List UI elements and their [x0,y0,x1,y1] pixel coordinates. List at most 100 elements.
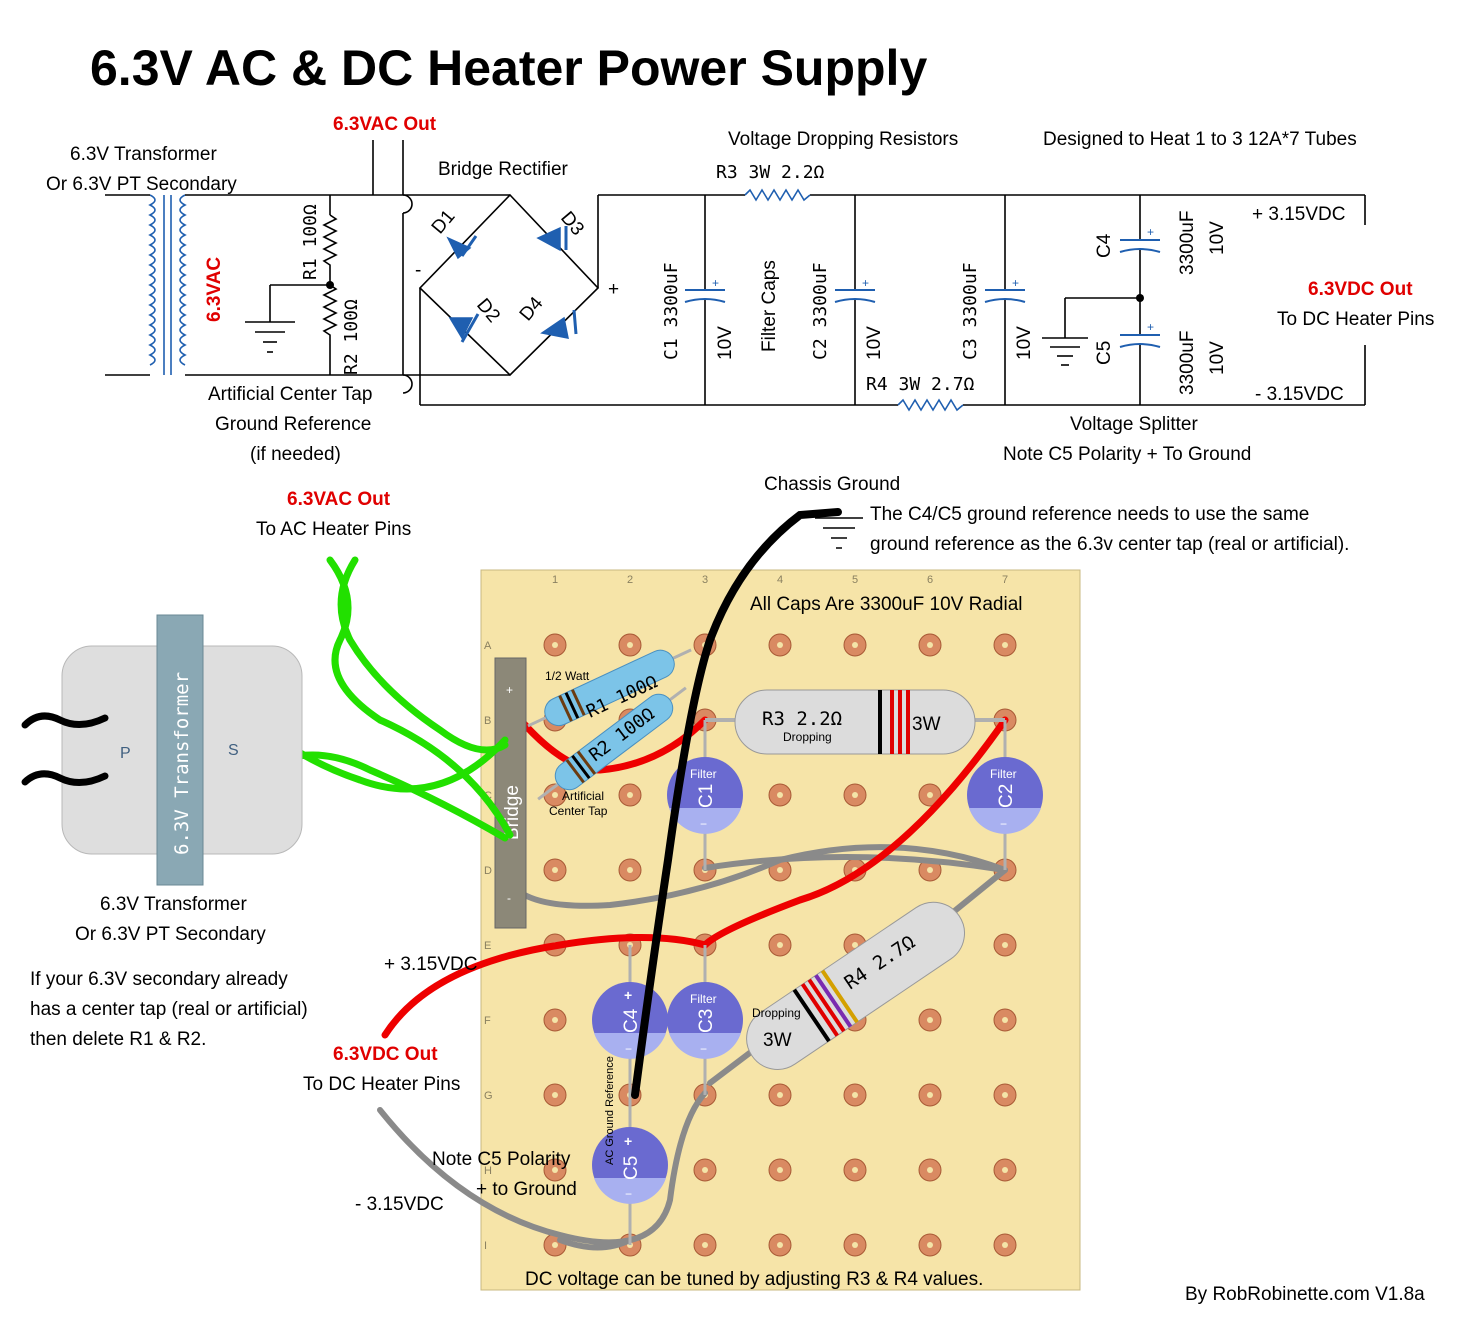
r4-resistor [746,901,965,1070]
transformer-core [156,614,204,886]
schem-splitter-line2: Note C5 Polarity + To Ground [1003,444,1251,465]
layout-ct-note-line3: then delete R1 & R2. [30,1029,206,1050]
board-pad-hole [777,792,783,798]
board-pad-hole [1002,1242,1008,1248]
bridge-block [494,657,527,929]
grid-col-label: 6 [927,574,933,586]
board-pad-hole [852,1167,858,1173]
schem-bridge-label: Bridge Rectifier [438,159,569,180]
schem-cap-c4: + [1119,195,1161,335]
c2-filter-label: Filter [990,767,1017,781]
layout-all-caps: All Caps Are 3300uF 10V Radial [750,594,1023,615]
cap-c1 [667,720,743,870]
c4-plus: + [624,987,632,1003]
grid-row-label: I [484,1240,487,1252]
c2-label: C2 [996,784,1017,808]
layout-xfmr-line1: 6.3V Transformer [100,894,247,915]
schem-vac-out: 6.3VAC Out [333,114,437,135]
layout-act-line1: Artificial [562,789,604,803]
layout-tune-note: DC voltage can be tuned by adjusting R3 … [525,1269,983,1290]
schem-vdc-out: 6.3VDC Out [1308,279,1413,300]
layout-vac-out: 6.3VAC Out [287,489,391,510]
layout-chassis-ground: Chassis Ground [764,474,900,495]
r3-watt: 3W [912,714,941,735]
board-pad-hole [1002,642,1008,648]
c3-label: C3 [696,1009,717,1033]
svg-text:+: + [862,276,869,290]
schem-r4-label: R4 3W 2.7Ω [866,374,975,395]
schem-c5-cap: 3300uF [1177,331,1198,395]
schem-c1-label: C1 3300uF [661,262,682,360]
grid-row-label: D [484,865,492,877]
board-pad-hole [1002,942,1008,948]
layout-pos-dc: + 3.15VDC [384,954,477,975]
svg-text:+: + [1012,276,1019,290]
c4-label: C4 [621,1008,642,1033]
layout-c5-note-line2: + to Ground [476,1179,577,1200]
schem-transformer-line1: 6.3V Transformer [70,144,217,165]
svg-text:+: + [712,276,719,290]
layout-ground-note-line1: The C4/C5 ground reference needs to use … [870,504,1309,525]
c2-minus: − [1000,817,1007,831]
schem-splitter-line1: Voltage Splitter [1070,414,1198,435]
schem-bridge-minus: - [415,260,421,281]
half-watt-label: 1/2 Watt [545,669,590,683]
c1-minus: − [700,817,707,831]
cap-c5 [592,1095,668,1245]
cap-c3 [667,945,743,1095]
board-pad-hole [552,867,558,873]
board-pad-hole [777,867,783,873]
layout-neg-dc: - 3.15VDC [355,1194,444,1215]
schem-c4-label: C4 [1094,233,1115,258]
grid-col-label: 7 [1002,574,1008,586]
schem-diode-d4 [540,309,578,339]
board-pad-hole [927,642,933,648]
schem-c2-label: C2 3300uF [810,262,831,360]
board-pad-hole [552,1167,558,1173]
board-pad-hole [702,1167,708,1173]
board-pad-hole [777,1092,783,1098]
schem-c3-v: 10V [1014,326,1035,360]
layout-vdc-out: 6.3VDC Out [333,1044,438,1065]
grid-col-label: 3 [702,574,708,586]
schem-r1-label: R1 100Ω [300,204,321,280]
cap-c2 [967,720,1043,870]
bridge-minus: - [507,891,511,905]
layout-act-line2: Center Tap [549,804,608,818]
schem-c4-v: 10V [1207,221,1228,255]
board-pad-hole [852,1092,858,1098]
schem-act-line2: Ground Reference [215,414,371,435]
svg-text:+: + [1147,320,1154,334]
schem-d3: D3 [556,208,588,240]
r3-resistor [705,689,1005,755]
board-pad-hole [927,1092,933,1098]
board-pad-hole [852,942,858,948]
board-pad-hole [552,792,558,798]
schem-r2-label: R2 100Ω [341,299,362,375]
layout-xfmr-line2: Or 6.3V PT Secondary [75,924,266,945]
bridge-plus: + [506,683,513,697]
c5-plus: + [624,1133,632,1149]
primary-label: P [120,745,131,762]
svg-text:+: + [1147,225,1154,239]
schem-c2-v: 10V [864,326,885,360]
layout-vdc-pins: To DC Heater Pins [303,1074,460,1095]
schem-c3-label: C3 3300uF [960,262,981,360]
r1-resistor [527,648,692,728]
board-pad-hole [1002,1167,1008,1173]
board-pad-hole [1002,1017,1008,1023]
chassis-ground-symbol [815,517,863,549]
schem-bridge-plus: + [608,279,619,300]
board-pad-hole [627,867,633,873]
grid-row-label: G [484,1090,493,1102]
layout-c5-note-line1: Note C5 Polarity [432,1149,571,1170]
schem-vdr-label: Voltage Dropping Resistors [728,129,958,150]
schem-diode-d1 [446,235,478,260]
c5-minus: − [625,1187,632,1201]
schem-neg-dc: - 3.15VDC [1255,384,1344,405]
board-pad-hole [852,792,858,798]
grid-col-label: 4 [777,574,783,586]
c1-label: C1 [696,784,717,808]
